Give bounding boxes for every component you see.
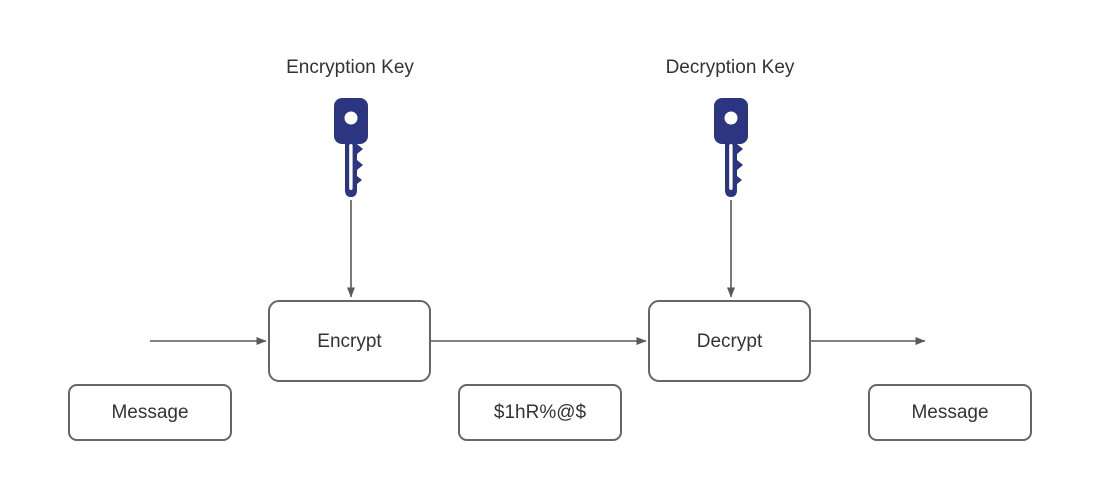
key-shaft-slot xyxy=(349,144,353,190)
encrypt-box[interactable]: Encrypt xyxy=(268,300,431,382)
decryption-key-title: Decryption Key xyxy=(665,57,795,78)
decrypt-box-label: Decrypt xyxy=(696,330,763,352)
key-shaft-slot xyxy=(729,144,733,190)
key-hole xyxy=(344,111,358,125)
key-glyph xyxy=(714,98,748,197)
key-hole xyxy=(724,111,738,125)
decryption-key-icon xyxy=(710,98,752,207)
decrypt-box[interactable]: Decrypt xyxy=(648,300,811,382)
encrypt-box-label: Encrypt xyxy=(317,330,382,352)
plaintext-output-box[interactable]: Message xyxy=(868,384,1032,441)
key-glyph xyxy=(334,98,368,197)
key-shaft-teeth xyxy=(345,140,363,197)
plaintext-input-box[interactable]: Message xyxy=(68,384,232,441)
plaintext-input-label: Message xyxy=(111,402,189,423)
key-shaft-teeth xyxy=(725,140,743,197)
plaintext-output-label: Message xyxy=(911,402,989,423)
encryption-key-icon xyxy=(330,98,372,207)
encryption-key-title: Encryption Key xyxy=(286,57,414,78)
ciphertext-box[interactable]: $1hR%@$ xyxy=(458,384,622,441)
ciphertext-label: $1hR%@$ xyxy=(493,402,587,423)
